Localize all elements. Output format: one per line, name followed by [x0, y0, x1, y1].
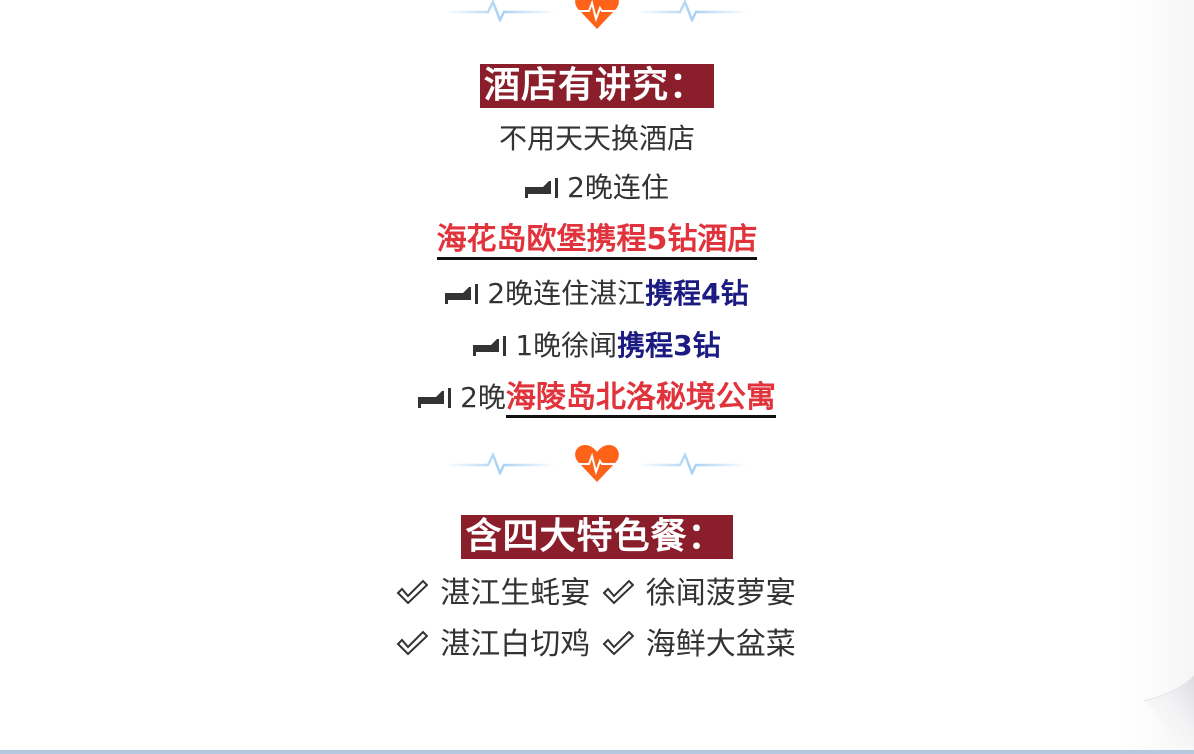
meal-row-2: 湛江白切鸡 海鲜大盆菜 — [0, 621, 1194, 669]
bed-icon — [445, 284, 479, 304]
hotel-item-3-rating: 携程4钻 — [645, 277, 749, 310]
hotel-highlight-haihuadao: 海花岛欧堡携程5钻酒店 — [436, 222, 758, 260]
checkmark-icon — [396, 630, 429, 656]
checkmark-icon — [602, 630, 634, 656]
hotel-item-4: 1晚徐闻携程3钻 — [0, 326, 1194, 366]
hotel-section-title: 酒店有讲究： — [479, 64, 714, 108]
hotel-item-5: 2晚海陵岛北洛秘境公寓 — [0, 378, 1194, 418]
pulse-line-right-icon — [638, 0, 748, 22]
checkmark-icon — [396, 579, 429, 605]
hotel-subtitle: 不用天天换酒店 — [498, 122, 695, 155]
heartbeat-divider-middle — [0, 443, 1194, 483]
meal-item: 湛江白切鸡 — [440, 627, 591, 662]
bed-icon — [525, 178, 559, 198]
pulse-line-left-icon — [446, 0, 556, 22]
hotel-item-4-text: 1晚徐闻 — [515, 329, 618, 362]
hotel-item-1-text: 2晚连住 — [567, 171, 669, 204]
bottom-border — [0, 750, 1194, 754]
meal-row-1: 湛江生蚝宴 徐闻菠萝宴 — [0, 570, 1194, 618]
checkmark-icon — [602, 579, 634, 605]
bed-icon — [418, 388, 452, 408]
heartbeat-heart-icon — [575, 0, 619, 29]
hotel-item-3-text: 2晚连住湛江 — [487, 277, 646, 310]
hotel-subtitle-row: 不用天天换酒店 — [0, 119, 1194, 159]
hotel-item-1: 2晚连住 — [0, 168, 1194, 208]
page-curl-icon — [1143, 675, 1194, 746]
pulse-line-left-icon — [446, 451, 556, 475]
hotel-section-title-row: 酒店有讲究： — [0, 64, 1194, 108]
pulse-line-right-icon — [638, 451, 748, 475]
hotel-item-4-rating: 携程3钻 — [617, 329, 721, 362]
meal-section-title-row: 含四大特色餐： — [0, 515, 1194, 559]
meal-section-title: 含四大特色餐： — [461, 515, 733, 559]
hotel-highlight-hailingdao: 海陵岛北洛秘境公寓 — [505, 380, 776, 418]
bed-icon — [473, 336, 507, 356]
meal-item: 徐闻菠萝宴 — [645, 576, 796, 611]
heartbeat-heart-icon — [575, 445, 619, 482]
meal-item: 海鲜大盆菜 — [645, 627, 796, 662]
heartbeat-divider-top — [0, 0, 1194, 30]
hotel-item-2: 海花岛欧堡携程5钻酒店 — [0, 220, 1194, 264]
hotel-item-3: 2晚连住湛江携程4钻 — [0, 274, 1194, 314]
hotel-item-5-text: 2晚 — [460, 381, 506, 414]
meal-item: 湛江生蚝宴 — [440, 576, 591, 611]
